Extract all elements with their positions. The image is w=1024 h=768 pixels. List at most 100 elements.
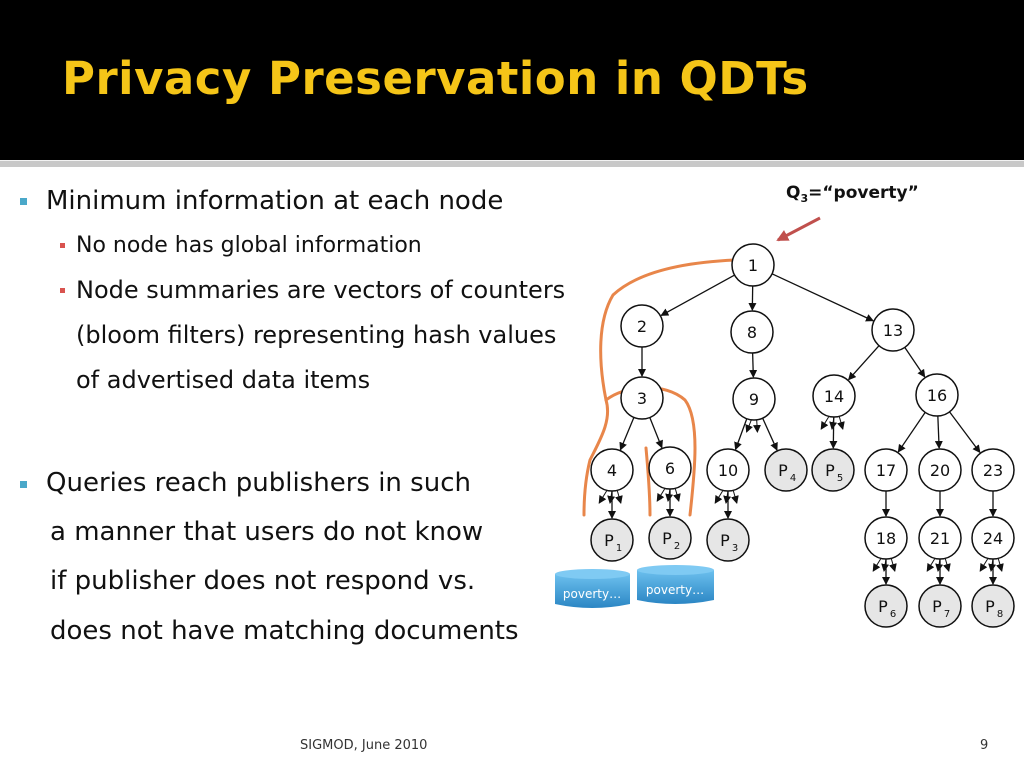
node-circle (971, 448, 1015, 492)
node-label: 13 (883, 321, 903, 340)
node-label: 6 (665, 459, 675, 478)
node-subscript: 2 (674, 541, 680, 552)
node-label: 2 (637, 317, 647, 336)
node-circle (706, 518, 750, 562)
tree-edge (847, 345, 880, 381)
node-label: P (932, 597, 942, 616)
tree-edges (608, 273, 997, 585)
node-label: 20 (930, 461, 950, 480)
node-subscript: 1 (616, 543, 622, 554)
database-label: poverty… (646, 583, 704, 597)
node-label: 24 (983, 529, 1003, 548)
node-label: 9 (749, 390, 759, 409)
node-label: 16 (927, 386, 947, 405)
tree-node: 17 (864, 448, 908, 492)
tree-node: 3 (620, 376, 664, 420)
sub-bullet-continuation: of advertised data items (76, 366, 371, 394)
node-label: 17 (876, 461, 896, 480)
link-stub (665, 488, 674, 502)
query-arrow (776, 216, 821, 242)
database-cylinder: poverty… (555, 569, 630, 608)
node-label: 1 (748, 256, 758, 275)
node-subscript: 6 (890, 609, 896, 620)
node-label: 4 (607, 461, 617, 480)
node-circle (590, 448, 634, 492)
node-circle (648, 516, 692, 560)
tree-node: 20 (918, 448, 962, 492)
tree-node: 14 (812, 374, 856, 418)
bullet-marker (20, 198, 27, 205)
node-circle (971, 584, 1015, 628)
node-circle (871, 308, 915, 352)
query-path-highlight (644, 446, 652, 517)
bullet-minimum-information: Minimum information at each node (46, 186, 504, 216)
node-subscript: 7 (944, 609, 950, 620)
node-label: 8 (747, 323, 757, 342)
node-circle (764, 448, 808, 492)
tree-edge (660, 274, 735, 316)
link-stub (872, 558, 882, 572)
tree-edge (734, 418, 748, 451)
link-stub (820, 416, 830, 430)
query-label: Q3=“poverty” (786, 183, 919, 205)
tree-edge (897, 411, 926, 453)
node-label: P (825, 461, 835, 480)
node-label: P (662, 529, 672, 548)
bullet-queries-reach: Queries reach publishers in such (46, 468, 471, 498)
node-label: P (878, 597, 888, 616)
node-circle (730, 310, 774, 354)
node-label: 23 (983, 461, 1003, 480)
tree-edge (771, 273, 874, 322)
tree-node: 10 (706, 448, 750, 492)
sub-bullet-node-summaries: Node summaries are vectors of counters (76, 276, 566, 304)
tree-node: 1 (731, 243, 775, 287)
node-label: 18 (876, 529, 896, 548)
link-stub (979, 558, 989, 572)
tree-node: 16 (915, 373, 959, 417)
node-circle (811, 448, 855, 492)
bullet-continuation: does not have matching documents (50, 616, 519, 646)
link-stub (926, 558, 936, 572)
title-divider (0, 160, 1024, 167)
node-circle (864, 516, 908, 560)
link-stub (881, 558, 890, 572)
node-circle (590, 518, 634, 562)
node-label: P (778, 461, 788, 480)
node-circle (620, 304, 664, 348)
tree-node: 13 (871, 308, 915, 352)
bullet-marker (20, 481, 27, 488)
link-stub (745, 419, 753, 433)
link-stub (829, 416, 838, 430)
link-stub (752, 419, 761, 433)
tree-edge (762, 417, 778, 451)
node-circle (918, 516, 962, 560)
node-circle (648, 446, 692, 490)
node-subscript: 4 (790, 473, 796, 484)
node-circle (732, 377, 776, 421)
node-circle (864, 584, 908, 628)
node-label: P (985, 597, 995, 616)
title-bar (0, 0, 1024, 160)
link-stub (731, 490, 739, 504)
node-subscript: 8 (997, 609, 1003, 620)
node-subscript: 5 (837, 473, 843, 484)
node-circle (915, 373, 959, 417)
node-label: P (720, 531, 730, 550)
sub-bullet-continuation: (bloom filters) representing hash values (76, 321, 557, 349)
link-stub (889, 558, 897, 572)
tree-edge (904, 347, 926, 378)
node-label: P (604, 531, 614, 550)
tree-edge (649, 417, 663, 449)
link-stub (943, 558, 951, 572)
tree-edge (619, 417, 635, 451)
footer-page-number: 9 (980, 738, 989, 753)
slide-title: Privacy Preservation in QDTs (62, 52, 809, 105)
node-circle (864, 448, 908, 492)
node-circle (731, 243, 775, 287)
footer-venue: SIGMOD, June 2010 (300, 738, 428, 753)
